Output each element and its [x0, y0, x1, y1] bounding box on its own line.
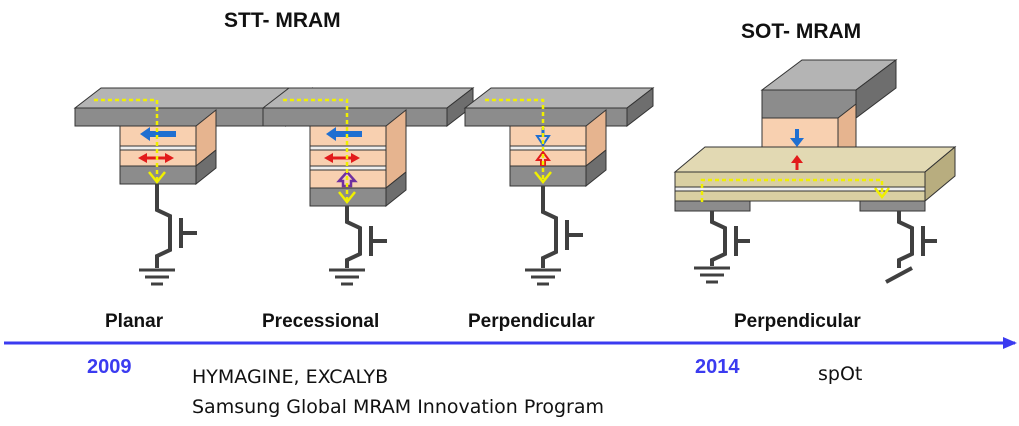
- left-contact: [674, 200, 751, 212]
- access-transistor: [541, 186, 583, 268]
- current-path-arrowhead: [874, 187, 890, 200]
- ground-symbol: [139, 268, 175, 286]
- current-path-arrowhead: [148, 171, 166, 185]
- ground-symbol: [525, 268, 561, 286]
- samsung-program: Samsung Global MRAM Innovation Program: [192, 396, 604, 418]
- access-transistor: [345, 206, 387, 268]
- access-transistor: [155, 184, 197, 268]
- current-path-arrowhead: [534, 171, 552, 185]
- current-path: [94, 98, 159, 180]
- mtj-stack: [509, 108, 607, 188]
- reference-layer-arrow: [791, 155, 803, 170]
- ground-symbol: [694, 266, 730, 284]
- current-path: [700, 178, 884, 202]
- ground-symbol: [329, 268, 365, 286]
- project-names: HYMAGINE, EXCALYB: [192, 366, 389, 388]
- free-layer-arrow: [790, 129, 804, 147]
- perpendicular-sot-cell: [673, 59, 957, 284]
- free-layer-arrow: [140, 127, 176, 141]
- device-label-perpendicular-sot: Perpendicular: [734, 311, 861, 332]
- top-contact: [463, 86, 655, 128]
- reference-layer-arrow: [324, 153, 360, 163]
- right-transistor: [885, 211, 937, 284]
- planar-stt-cell: [73, 86, 314, 286]
- spot-project: spOt: [818, 363, 863, 385]
- top-contact: [73, 86, 314, 128]
- top-contact: [760, 59, 898, 119]
- stt-mram-title: STT- MRAM: [224, 9, 341, 32]
- left-transistor: [710, 211, 750, 266]
- device-label-perpendicular-stt: Perpendicular: [468, 311, 595, 332]
- sot-mram-title: SOT- MRAM: [741, 20, 862, 43]
- timeline-year-2014: 2014: [695, 356, 740, 378]
- precessional-stt-cell: [261, 86, 475, 286]
- sot-channel: [673, 145, 957, 203]
- device-label-planar: Planar: [105, 311, 164, 332]
- current-path-arrowhead: [338, 191, 356, 205]
- timeline-year-2009: 2009: [87, 356, 132, 378]
- right-contact: [859, 200, 926, 212]
- current-path: [283, 98, 349, 200]
- device-label-precessional: Precessional: [262, 311, 380, 332]
- top-contact: [261, 86, 475, 128]
- perpendicular-stt-cell: [463, 86, 655, 286]
- current-path: [485, 98, 545, 180]
